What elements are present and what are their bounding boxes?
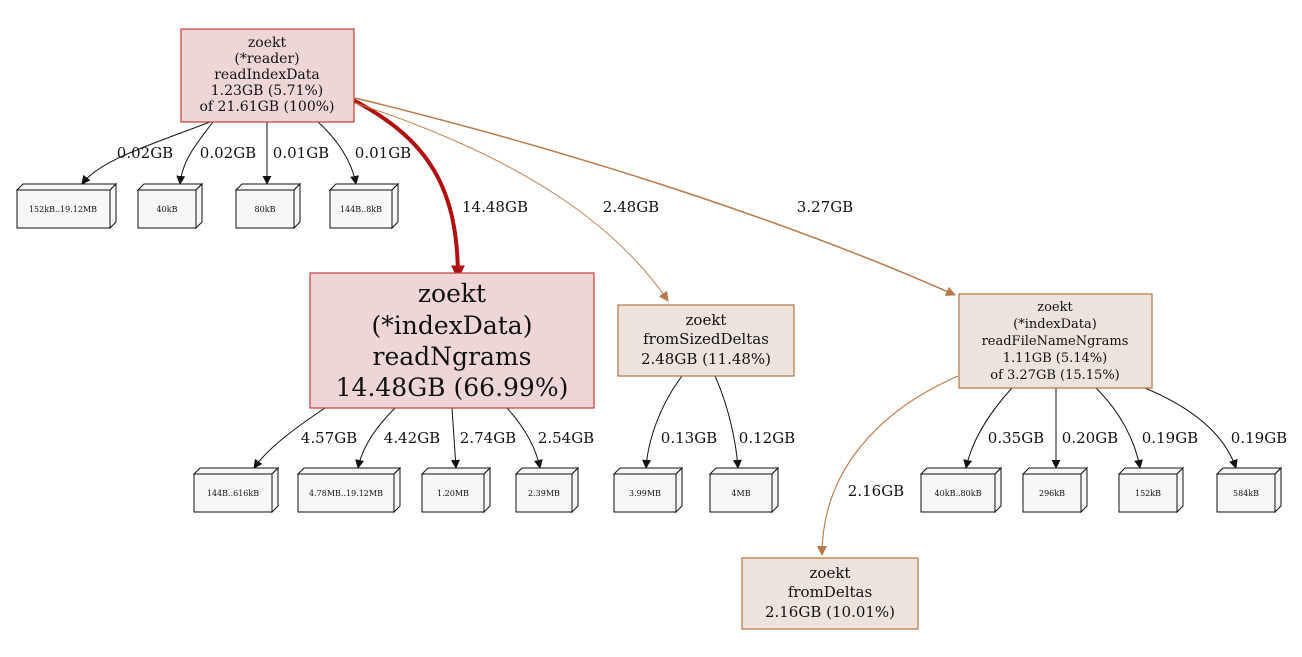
node-line: zoekt: [1037, 300, 1073, 315]
edge-readngrams-leaf1[interactable]: 4.57GB: [253, 407, 357, 469]
node-line: 1.23GB (5.71%): [211, 83, 324, 99]
node-line: zoekt: [810, 564, 851, 582]
edge-readfilenamengrams-leaf2[interactable]: 0.20GB: [1051, 388, 1118, 469]
edge-label: 4.57GB: [301, 429, 357, 447]
node-indexdata-readfilenamengrams[interactable]: zoekt (*indexData) readFileNameNgrams 1.…: [958, 293, 1153, 389]
edge-label: 2.48GB: [603, 198, 659, 216]
leaf-box-readfilenamengrams-3[interactable]: 152kB: [1117, 466, 1185, 514]
edge-readfilenamengrams-fromdeltas[interactable]: 2.16GB: [817, 375, 959, 556]
node-line: readIndexData: [214, 67, 320, 83]
edge-readngrams-leaf4[interactable]: 2.54GB: [506, 407, 594, 469]
edge-readngrams-leaf3[interactable]: 2.74GB: [450, 407, 516, 469]
edge-label: 0.35GB: [988, 429, 1044, 447]
leaf-box-readngrams-1[interactable]: 144B..616kB: [192, 466, 280, 514]
node-fromdeltas[interactable]: zoekt fromDeltas 2.16GB (10.01%): [741, 557, 919, 630]
leaf-box-reader-3[interactable]: 80kB: [234, 182, 302, 230]
edge-label: 2.74GB: [460, 429, 516, 447]
leaf-box-fromsizeddeltas-2[interactable]: 4MB: [708, 466, 780, 514]
leaf-label: 80kB: [255, 205, 276, 214]
edge-label: 2.16GB: [848, 482, 904, 500]
edge-reader-leaf1[interactable]: 0.02GB: [81, 121, 211, 185]
edge-readfilenamengrams-leaf4[interactable]: 0.19GB: [1139, 385, 1287, 469]
leaf-label: 2.39MB: [528, 489, 560, 498]
leaf-label: 144B..8kB: [340, 205, 382, 214]
edge-label: 0.19GB: [1231, 429, 1287, 447]
leaf-box-readngrams-2[interactable]: 4.78MB..19.12MB: [296, 466, 402, 514]
leaf-box-reader-4[interactable]: 144B..8kB: [328, 182, 400, 230]
edge-fromsizeddeltas-leaf1[interactable]: 0.13GB: [642, 375, 717, 469]
edge-label: 0.01GB: [273, 144, 329, 162]
node-line: (*reader): [234, 51, 299, 67]
edge-label: 3.27GB: [797, 198, 853, 216]
edge-label: 4.42GB: [384, 429, 440, 447]
leaf-box-reader-1[interactable]: 152kB..19.12MB: [15, 182, 118, 230]
node-line: zoekt: [686, 311, 727, 329]
edge-label: 0.02GB: [117, 144, 173, 162]
node-line: readFileNameNgrams: [982, 334, 1129, 349]
edge-readfilenamengrams-leaf1[interactable]: 0.35GB: [963, 387, 1044, 469]
node-line: fromSizedDeltas: [643, 330, 769, 348]
edge-reader-fromsizeddeltas[interactable]: 2.48GB: [354, 102, 669, 302]
edge-reader-leaf2[interactable]: 0.02GB: [176, 121, 256, 185]
edge-label: 0.02GB: [200, 144, 256, 162]
leaf-label: 1.20MB: [437, 489, 469, 498]
leaf-box-readfilenamengrams-1[interactable]: 40kB..80kB: [919, 466, 1003, 514]
node-line: (*indexData): [372, 311, 533, 340]
edge-readfilenamengrams-leaf3[interactable]: 0.19GB: [1095, 387, 1198, 469]
edge-readngrams-leaf2[interactable]: 4.42GB: [355, 407, 440, 469]
node-line: readNgrams: [373, 342, 532, 371]
node-line: (*indexData): [1013, 317, 1097, 332]
node-line: fromDeltas: [788, 583, 872, 601]
node-line: 1.11GB (5.14%): [1003, 351, 1107, 366]
node-line: 2.48GB (11.48%): [641, 350, 771, 368]
edge-label: 0.20GB: [1062, 429, 1118, 447]
node-reader-readindexdata[interactable]: zoekt (*reader) readIndexData 1.23GB (5.…: [180, 28, 355, 123]
edge-label: 0.12GB: [739, 429, 795, 447]
node-line: zoekt: [248, 35, 287, 51]
leaf-box-readfilenamengrams-4[interactable]: 584kB: [1215, 466, 1283, 514]
leaf-box-reader-2[interactable]: 40kB: [136, 182, 204, 230]
leaf-box-readngrams-4[interactable]: 2.39MB: [514, 466, 580, 514]
edge-reader-leaf3[interactable]: 0.01GB: [262, 122, 329, 185]
leaf-label: 152kB..19.12MB: [29, 205, 97, 214]
node-line: of 3.27GB (15.15%): [990, 368, 1120, 383]
edge-label: 0.13GB: [661, 429, 717, 447]
node-line: of 21.61GB (100%): [199, 99, 334, 115]
leaf-box-readngrams-3[interactable]: 1.20MB: [420, 466, 492, 514]
node-fromsizeddeltas[interactable]: zoekt fromSizedDeltas 2.48GB (11.48%): [617, 304, 795, 377]
leaf-label: 296kB: [1039, 489, 1065, 498]
leaf-label: 3.99MB: [629, 489, 661, 498]
leaf-label: 4.78MB..19.12MB: [309, 489, 383, 498]
leaf-box-readfilenamengrams-2[interactable]: 296kB: [1021, 466, 1089, 514]
edge-label: 2.54GB: [538, 429, 594, 447]
edge-label: 0.01GB: [355, 144, 411, 162]
edge-label: 0.19GB: [1142, 429, 1198, 447]
node-line: 14.48GB (66.99%): [336, 373, 569, 402]
edge-label: 14.48GB: [462, 198, 528, 216]
leaf-label: 144B..616kB: [207, 489, 259, 498]
leaf-label: 4MB: [731, 489, 750, 498]
edge-reader-leaf4[interactable]: 0.01GB: [317, 121, 411, 185]
edge-reader-readngrams[interactable]: 14.48GB: [352, 98, 528, 280]
leaf-label: 152kB: [1135, 489, 1161, 498]
node-indexdata-readngrams[interactable]: zoekt (*indexData) readNgrams 14.48GB (6…: [309, 272, 595, 409]
edge-reader-readfilenamengrams[interactable]: 3.27GB: [354, 97, 956, 296]
leaf-label: 40kB..80kB: [935, 489, 982, 498]
node-line: 2.16GB (10.01%): [765, 603, 895, 621]
edge-fromsizeddeltas-leaf2[interactable]: 0.12GB: [714, 375, 795, 469]
leaf-box-fromsizeddeltas-1[interactable]: 3.99MB: [612, 466, 684, 514]
node-line: zoekt: [418, 279, 486, 308]
leaf-label: 584kB: [1233, 489, 1259, 498]
leaf-label: 40kB: [157, 205, 178, 214]
